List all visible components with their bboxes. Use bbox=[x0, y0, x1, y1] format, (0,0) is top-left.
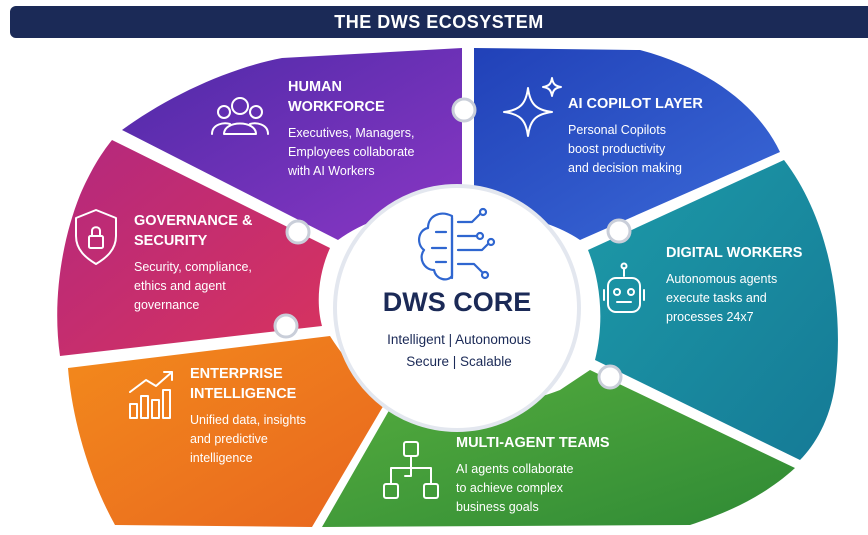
digital-workers-desc-line1: Autonomous agents bbox=[666, 272, 777, 286]
enterprise-intelligence-title-line1: ENTERPRISE bbox=[190, 366, 283, 382]
connector-node bbox=[285, 219, 311, 245]
multi-agent-desc-line2: to achieve complex bbox=[456, 481, 564, 495]
governance-title-line2: SECURITY bbox=[134, 233, 208, 249]
digital-workers-title: DIGITAL WORKERS bbox=[666, 245, 803, 261]
multi-agent-title: MULTI-AGENT TEAMS bbox=[456, 435, 610, 451]
core-subtitle-line1: Intelligent | Autonomous bbox=[387, 332, 531, 347]
human-workforce-desc-line2: Employees collaborate bbox=[288, 145, 415, 159]
core-circle bbox=[341, 192, 573, 424]
connector-node bbox=[606, 218, 632, 244]
human-workforce-title-line2: WORKFORCE bbox=[288, 99, 385, 115]
robot-icon bbox=[603, 262, 645, 313]
enterprise-intelligence-title-line2: INTELLIGENCE bbox=[190, 386, 297, 402]
digital-workers-desc-line2: execute tasks and bbox=[666, 291, 767, 305]
digital-workers-desc-line3: processes 24x7 bbox=[666, 310, 754, 324]
brain-circuit-icon bbox=[418, 207, 496, 281]
enterprise-intelligence-desc-line1: Unified data, insights bbox=[190, 413, 306, 427]
governance-desc-line2: ethics and agent bbox=[134, 279, 226, 293]
connector-node bbox=[451, 97, 477, 123]
human-workforce-desc-line1: Executives, Managers, bbox=[288, 126, 414, 140]
people-icon bbox=[211, 97, 269, 135]
ai-copilot-desc-line1: Personal Copilots bbox=[568, 123, 666, 137]
governance-desc-line1: Security, compliance, bbox=[134, 260, 252, 274]
core-subtitle-line2: Secure | Scalable bbox=[406, 354, 512, 369]
human-workforce-title-line1: HUMAN bbox=[288, 79, 342, 95]
governance-desc-line3: governance bbox=[134, 298, 199, 312]
segment-enterprise-intelligence bbox=[68, 336, 388, 527]
core-title: DWS CORE bbox=[383, 287, 532, 317]
bar-chart-icon bbox=[129, 371, 173, 419]
diagram-title: THE DWS ECOSYSTEM bbox=[10, 6, 868, 38]
connector-node bbox=[273, 313, 299, 339]
segment-ai-copilot-layer bbox=[474, 48, 780, 240]
enterprise-intelligence-desc-line3: intelligence bbox=[190, 451, 253, 465]
segment-digital-workers bbox=[588, 160, 838, 460]
ai-copilot-desc-line2: boost productivity bbox=[568, 142, 666, 156]
ai-copilot-title: AI COPILOT LAYER bbox=[568, 96, 703, 112]
ai-copilot-desc-line3: and decision making bbox=[568, 161, 682, 175]
sparkle-icon bbox=[503, 77, 562, 137]
multi-agent-desc-line1: AI agents collaborate bbox=[456, 462, 573, 476]
human-workforce-desc-line3: with AI Workers bbox=[287, 164, 375, 178]
segment-governance-security bbox=[57, 140, 330, 356]
connector-node bbox=[597, 364, 623, 390]
enterprise-intelligence-desc-line2: and predictive bbox=[190, 432, 268, 446]
governance-title-line1: GOVERNANCE & bbox=[134, 213, 253, 229]
shield-lock-icon bbox=[75, 209, 117, 265]
network-icon bbox=[383, 441, 439, 499]
multi-agent-desc-line3: business goals bbox=[456, 500, 539, 514]
segment-human-workforce bbox=[122, 48, 462, 240]
